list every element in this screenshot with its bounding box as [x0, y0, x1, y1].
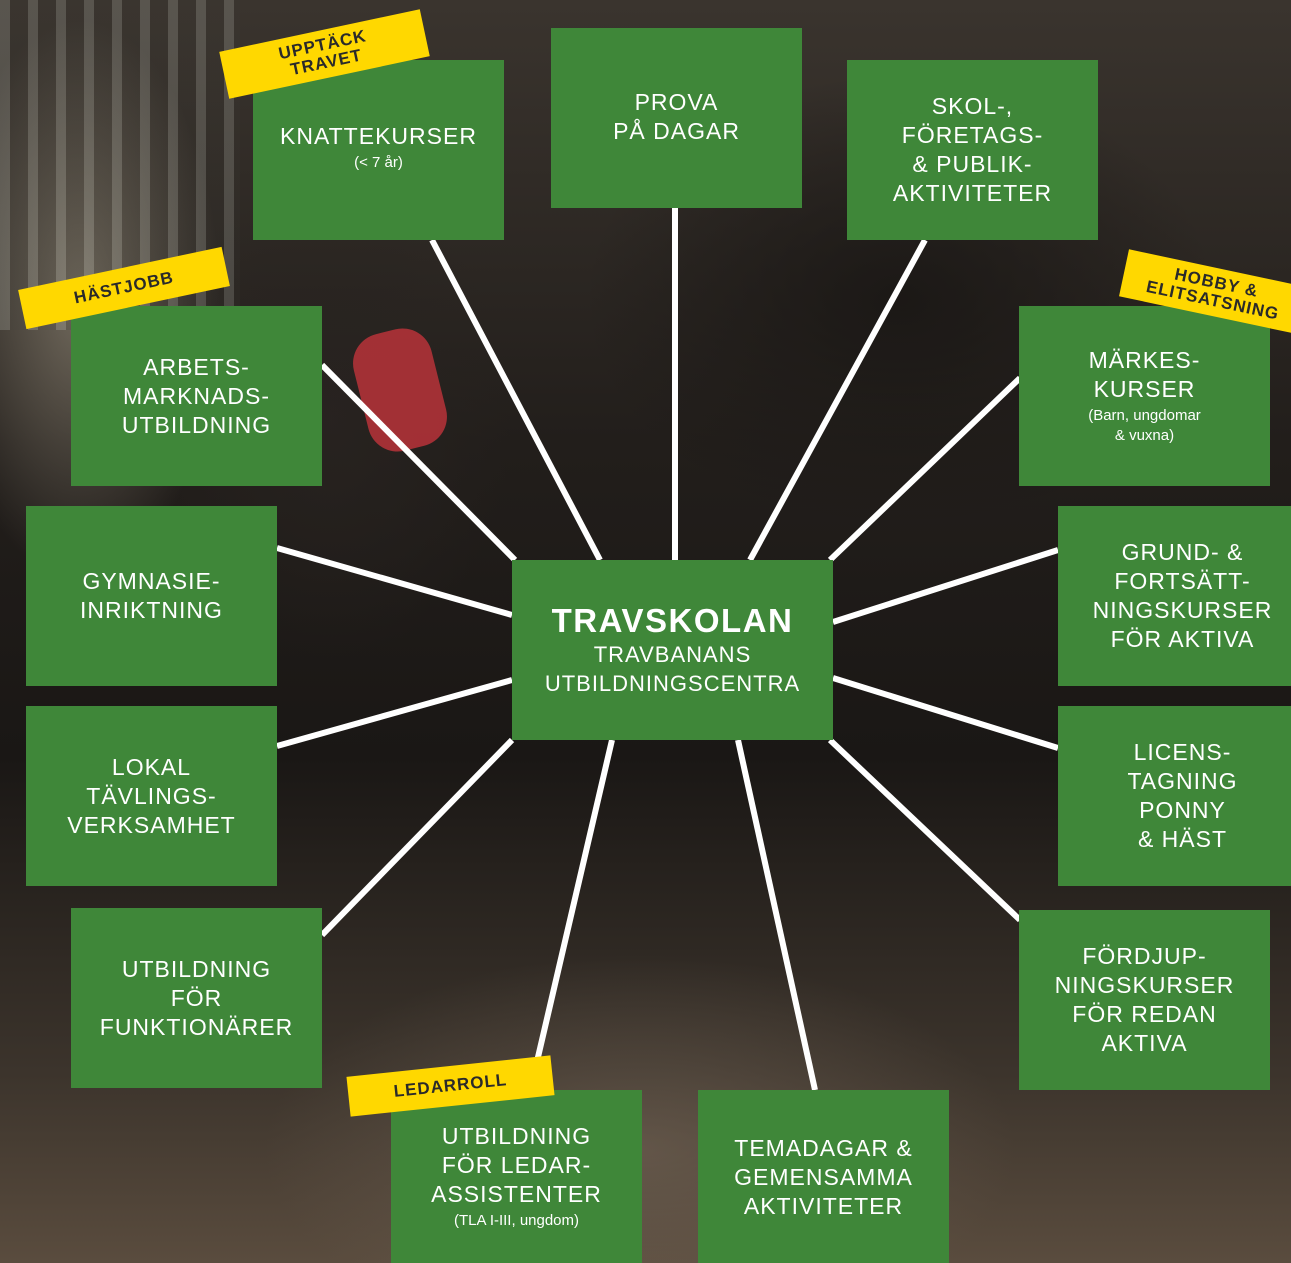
connector-licens: [832, 675, 1059, 751]
center-title: TRAVSKOLAN: [551, 602, 794, 639]
box-utbildning-funktionarer: UTBILDNING FÖR FUNKTIONÄRER: [71, 908, 322, 1088]
box-title: ARBETS- MARKNADS- UTBILDNING: [121, 353, 272, 438]
connector-temadagar: [735, 739, 818, 1091]
center-hub-travskolan: TRAVSKOLAN TRAVBANANS UTBILDNINGSCENTRA: [512, 560, 833, 740]
box-subtitle: (< 7 år): [354, 154, 403, 171]
box-subtitle: (Barn, ungdomar & vuxna): [1088, 407, 1201, 444]
box-title: SKOL-, FÖRETAGS- & PUBLIK- AKTIVITETER: [892, 93, 1053, 206]
box-lokal-tavlingsverksamhet: LOKAL TÄVLINGS- VERKSAMHET: [26, 706, 277, 886]
box-title: KNATTEKURSER: [280, 123, 477, 149]
box-title: GRUND- & FORTSÄTT- NINGSKURSER FÖR AKTIV…: [1092, 539, 1273, 652]
box-prova-pa-dagar: PROVA PÅ DAGAR: [551, 28, 802, 208]
connector-fordjup: [827, 737, 1023, 923]
connector-arbets: [319, 362, 518, 563]
box-title: FÖRDJUP- NINGSKURSER FÖR REDAN AKTIVA: [1054, 943, 1235, 1056]
box-title: PROVA PÅ DAGAR: [613, 89, 740, 144]
box-title: LICENS- TAGNING PONNY & HÄST: [1127, 739, 1238, 852]
box-title: GYMNASIE- INRIKTNING: [80, 568, 223, 623]
box-title: LOKAL TÄVLINGS- VERKSAMHET: [67, 753, 236, 838]
connector-knatte: [429, 238, 603, 562]
box-title: TEMADAGAR & GEMENSAMMA AKTIVITETER: [734, 1135, 913, 1219]
connector-markes: [827, 375, 1023, 563]
connector-gymnasie: [276, 545, 513, 618]
box-title: MÄRKES- KURSER: [1088, 347, 1201, 402]
box-title: UTBILDNING FÖR LEDAR- ASSISTENTER: [431, 1123, 602, 1207]
box-skol-foretags-publik: SKOL-, FÖRETAGS- & PUBLIK- AKTIVITETER: [847, 60, 1098, 240]
box-markeskurser: MÄRKES- KURSER (Barn, ungdomar & vuxna): [1019, 306, 1270, 486]
connector-ledar: [532, 739, 615, 1071]
box-subtitle: (TLA I-III, ungdom): [453, 1212, 580, 1229]
box-gymnasieinriktning: GYMNASIE- INRIKTNING: [26, 506, 277, 686]
box-utbildning-ledarassistenter: UTBILDNING FÖR LEDAR- ASSISTENTER (TLA I…: [391, 1090, 642, 1263]
box-knattekurser: KNATTEKURSER (< 7 år): [253, 60, 504, 240]
connector-skol: [747, 238, 928, 562]
box-grund-fortsattning: GRUND- & FORTSÄTT- NINGSKURSER FÖR AKTIV…: [1058, 506, 1291, 686]
connector-lokal: [276, 677, 513, 749]
center-subtitle: TRAVBANANS UTBILDNINGSCENTRA: [544, 642, 801, 696]
box-arbetsmarknadsutbildning: ARBETS- MARKNADS- UTBILDNING: [71, 306, 322, 486]
connector-grund: [832, 547, 1059, 625]
box-title: UTBILDNING FÖR FUNKTIONÄRER: [99, 955, 294, 1040]
box-temadagar: TEMADAGAR & GEMENSAMMA AKTIVITETER: [698, 1090, 949, 1263]
connector-funktionarer: [319, 737, 515, 938]
box-fordjupningskurser: FÖRDJUP- NINGSKURSER FÖR REDAN AKTIVA: [1019, 910, 1270, 1090]
box-licenstagning: LICENS- TAGNING PONNY & HÄST: [1058, 706, 1291, 886]
